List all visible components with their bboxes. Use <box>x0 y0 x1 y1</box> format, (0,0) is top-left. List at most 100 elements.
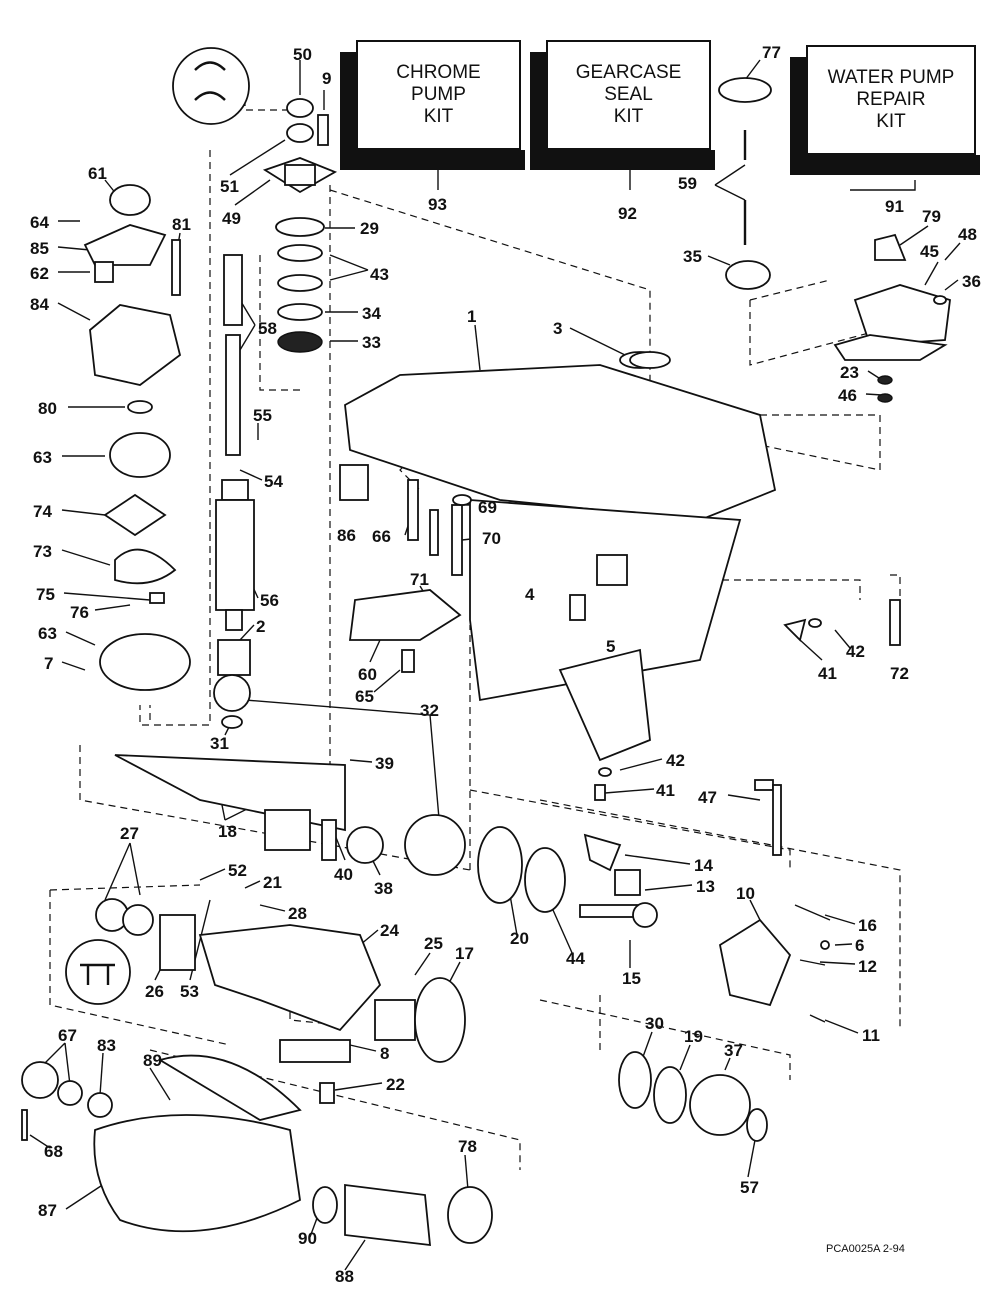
kit-box-shading <box>340 52 356 170</box>
kit-gearcase-seal: GEARCASE SEAL KIT <box>530 40 715 170</box>
part-callout-21: 21 <box>263 873 282 892</box>
part-callout-68: 68 <box>44 1142 63 1161</box>
part-callout-50: 50 <box>293 45 312 64</box>
kit-water-pump-repair: WATER PUMP REPAIR KIT <box>790 45 980 175</box>
part-callout-52: 52 <box>228 861 247 880</box>
part-callout-42: 42 <box>846 642 865 661</box>
part-callout-27: 27 <box>120 824 139 843</box>
kit-number: 93 <box>428 195 447 214</box>
part-callout-74: 74 <box>33 502 52 521</box>
kit-label: GEARCASE SEAL KIT <box>546 40 711 150</box>
part-callout-54: 54 <box>264 472 283 491</box>
part-callout-40: 40 <box>334 865 353 884</box>
part-callout-7: 7 <box>44 654 54 673</box>
part-callout-34: 34 <box>362 304 381 323</box>
part-callout-83: 83 <box>97 1036 116 1055</box>
part-callout-29: 29 <box>360 219 379 238</box>
part-callout-60: 60 <box>358 665 377 684</box>
part-callout-62: 62 <box>30 264 49 283</box>
part-callout-5: 5 <box>606 637 616 656</box>
part-callout-43: 43 <box>370 265 389 284</box>
part-callout-87: 87 <box>38 1201 57 1220</box>
part-callout-36: 36 <box>962 272 981 291</box>
part-callout-37: 37 <box>724 1041 743 1060</box>
part-callout-79: 79 <box>922 207 941 226</box>
part-callout-63: 63 <box>33 448 52 467</box>
part-callout-51: 51 <box>220 177 239 196</box>
part-callout-73: 73 <box>33 542 52 561</box>
kit-number: 91 <box>885 197 904 216</box>
part-callout-2: 2 <box>256 617 266 636</box>
kit-chrome-pump: CHROME PUMP KIT <box>340 40 525 170</box>
part-callout-70: 70 <box>482 529 501 548</box>
parts <box>21 47 951 1247</box>
part-callout-65: 65 <box>355 687 374 706</box>
part-callout-33: 33 <box>362 333 381 352</box>
part-callout-44: 44 <box>566 949 585 968</box>
part-callout-16: 16 <box>858 916 877 935</box>
part-callout-35: 35 <box>683 247 702 266</box>
part-callout-17: 17 <box>455 944 474 963</box>
part-callout-31: 31 <box>210 734 229 753</box>
part-callout-46: 46 <box>838 386 857 405</box>
part-callout-22: 22 <box>386 1075 405 1094</box>
part-callout-23: 23 <box>840 363 859 382</box>
part-callout-49: 49 <box>222 209 241 228</box>
part-callout-80: 80 <box>38 399 57 418</box>
part-callout-88: 88 <box>335 1267 354 1286</box>
part-callout-86: 86 <box>337 526 356 545</box>
kit-box-shading <box>530 52 546 170</box>
part-callout-71: 71 <box>410 570 429 589</box>
part-callout-1: 1 <box>467 307 477 326</box>
part-callout-3: 3 <box>553 319 563 338</box>
part-callout-32: 32 <box>420 701 439 720</box>
part-callout-47: 47 <box>698 788 717 807</box>
part-callout-76: 76 <box>70 603 89 622</box>
part-callout-8: 8 <box>380 1044 390 1063</box>
part-callout-77: 77 <box>762 43 781 62</box>
part-callout-81: 81 <box>172 215 191 234</box>
part-callout-53: 53 <box>180 982 199 1001</box>
part-callout-9: 9 <box>322 69 332 88</box>
part-callout-4: 4 <box>525 585 535 604</box>
kit-box-shading <box>348 150 525 170</box>
part-callout-41: 41 <box>818 664 837 683</box>
part-callout-55: 55 <box>253 406 272 425</box>
part-callout-20: 20 <box>510 929 529 948</box>
part-callout-64: 64 <box>30 213 49 232</box>
part-callout-84: 84 <box>30 295 49 314</box>
part-callout-58: 58 <box>258 319 277 338</box>
part-callout-89: 89 <box>143 1051 162 1070</box>
kit-label: WATER PUMP REPAIR KIT <box>806 45 976 155</box>
part-callout-25: 25 <box>424 934 443 953</box>
part-callout-39: 39 <box>375 754 394 773</box>
kit-box-shading <box>798 155 980 175</box>
part-callout-12: 12 <box>858 957 877 976</box>
part-callout-14: 14 <box>694 856 713 875</box>
part-callout-13: 13 <box>696 877 715 896</box>
part-callout-57: 57 <box>740 1178 759 1197</box>
part-callout-19: 19 <box>684 1027 703 1046</box>
part-callout-48: 48 <box>958 225 977 244</box>
part-callout-69: 69 <box>478 498 497 517</box>
drawing-code: PCA0025A 2-94 <box>826 1243 905 1255</box>
part-callout-90: 90 <box>298 1229 317 1248</box>
part-callout-24: 24 <box>380 921 399 940</box>
part-callout-10: 10 <box>736 884 755 903</box>
part-callout-42: 42 <box>666 751 685 770</box>
part-callout-28: 28 <box>288 904 307 923</box>
part-callout-6: 6 <box>855 936 865 955</box>
part-callout-66: 66 <box>372 527 391 546</box>
kit-box-shading <box>538 150 715 170</box>
part-callout-59: 59 <box>678 174 697 193</box>
part-callout-41: 41 <box>656 781 675 800</box>
part-callout-78: 78 <box>458 1137 477 1156</box>
part-callout-11: 11 <box>862 1026 880 1045</box>
part-callout-15: 15 <box>622 969 641 988</box>
part-callout-67: 67 <box>58 1026 77 1045</box>
part-callout-45: 45 <box>920 242 939 261</box>
part-callout-85: 85 <box>30 239 49 258</box>
kit-label: CHROME PUMP KIT <box>356 40 521 150</box>
part-callout-61: 61 <box>88 164 107 183</box>
